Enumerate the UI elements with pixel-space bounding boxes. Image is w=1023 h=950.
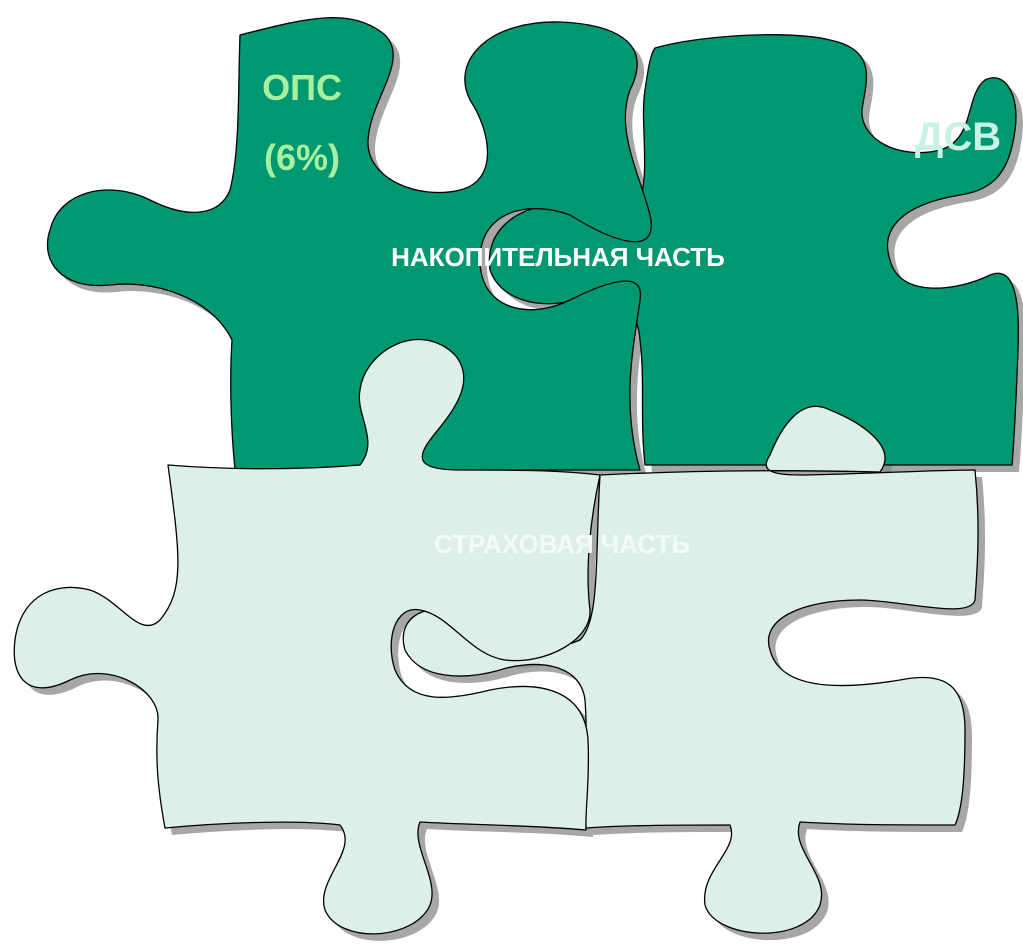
insurance-part-label: СТРАХОВАЯ ЧАСТЬ [434, 529, 690, 559]
ops-label-line1: ОПС [262, 67, 342, 108]
ops-label-line2: (6%) [264, 137, 340, 178]
funded-part-label: НАКОПИТЕЛЬНАЯ ЧАСТЬ [391, 242, 725, 272]
dsv-label: ДСВ [915, 115, 1001, 159]
